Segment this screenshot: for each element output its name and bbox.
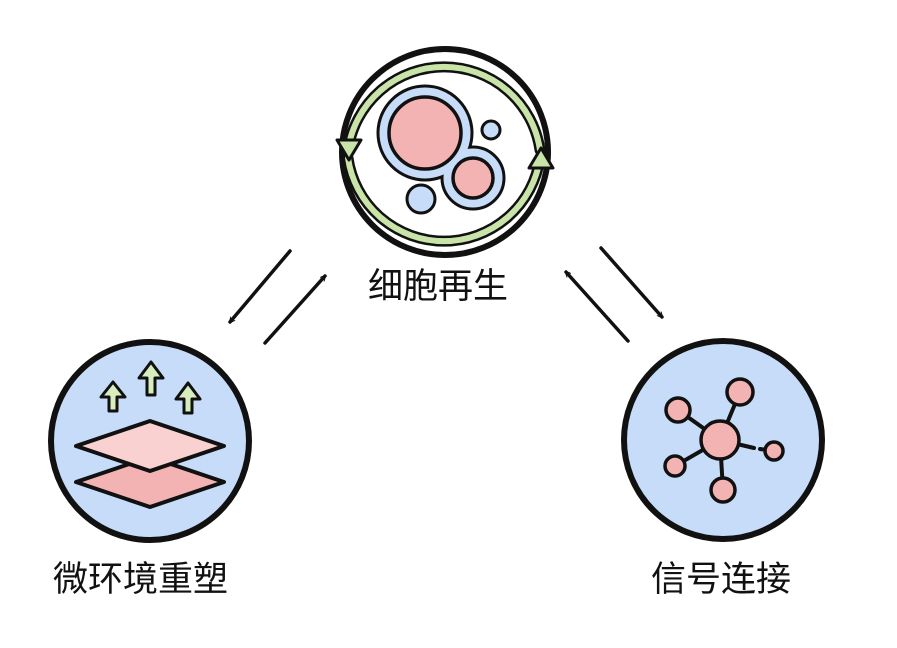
arrows-top-right xyxy=(564,246,664,343)
tissue-layers-icon xyxy=(74,419,226,509)
microenvironment-label: 微环境重塑 xyxy=(53,560,229,600)
network-node xyxy=(725,377,755,407)
network-node xyxy=(709,476,737,504)
arrows-top-left xyxy=(228,249,327,345)
network-node xyxy=(664,396,692,424)
network-hub-node xyxy=(699,419,741,461)
arrow-to-cell-regeneration xyxy=(564,270,630,343)
signal-connection-label: 信号连接 xyxy=(651,560,792,600)
upward-arrows-icon xyxy=(99,360,202,415)
microenvironment-node xyxy=(48,339,252,543)
network-node xyxy=(763,440,785,462)
cell-regeneration-label: 细胞再生 xyxy=(368,267,509,307)
network-node xyxy=(663,454,687,478)
signal-connection-node xyxy=(621,338,825,542)
cycle-arrows-icon xyxy=(335,61,555,247)
arrow-to-signal-connection xyxy=(599,246,664,319)
dividing-cell-icon xyxy=(376,84,506,211)
small-cell-bottom xyxy=(405,183,437,215)
small-cell-right xyxy=(480,119,502,141)
arrow-to-microenvironment xyxy=(228,249,292,324)
cell-regeneration-node xyxy=(335,46,555,258)
arrow-to-cell-regeneration xyxy=(263,274,327,345)
